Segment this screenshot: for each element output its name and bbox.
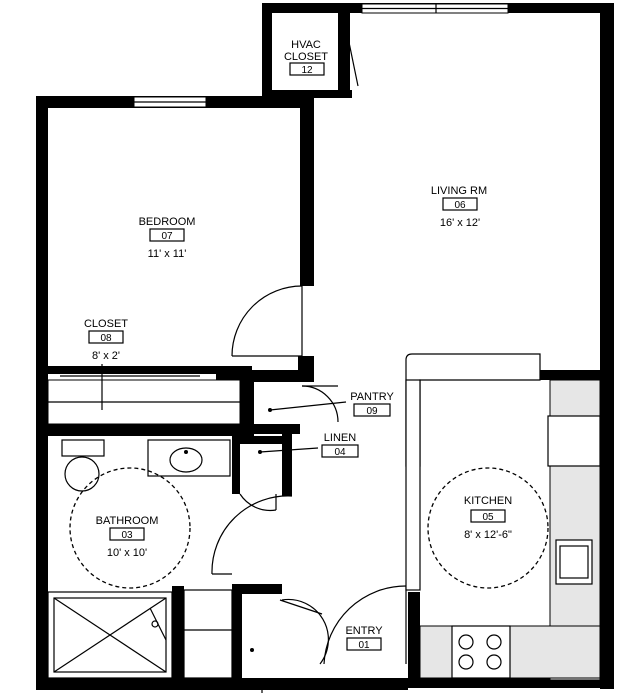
- bathroom-dims: 10' x 10': [107, 547, 147, 559]
- label-kitchen: KITCHEN 05 8' x 12'-6": [464, 495, 512, 541]
- label-entry: ENTRY 01: [345, 625, 383, 651]
- hvac-number: 12: [301, 65, 313, 76]
- hvac-name-line2: CLOSET: [284, 51, 328, 63]
- doors: [211, 17, 407, 693]
- linen-number: 04: [334, 447, 346, 458]
- label-bathroom: BATHROOM 03 10' x 10': [96, 515, 159, 559]
- bathroom-number: 03: [121, 530, 133, 541]
- kitchen-counters: [405, 353, 601, 681]
- label-hvac: HVAC CLOSET 12: [284, 39, 328, 76]
- closet-number: 08: [100, 333, 112, 344]
- entry-name: ENTRY: [345, 625, 383, 637]
- living-dims: 16' x 12': [440, 217, 480, 229]
- bedroom-number: 07: [161, 231, 173, 242]
- closet-dims: 8' x 2': [92, 350, 120, 362]
- hvac-name-line1: HVAC: [291, 39, 321, 51]
- bedroom-dims: 11' x 11': [148, 248, 187, 260]
- bathroom-turning-circle: [69, 467, 191, 589]
- living-number: 06: [454, 200, 466, 211]
- entry-number: 01: [358, 640, 370, 651]
- bathroom-fixtures: [47, 439, 233, 679]
- linen-name: LINEN: [324, 432, 356, 444]
- label-linen: LINEN 04: [321, 432, 359, 458]
- closet-name: CLOSET: [84, 318, 128, 330]
- label-living: LIVING RM 06 16' x 12': [431, 185, 487, 229]
- windows: [133, 3, 509, 108]
- kitchen-name: KITCHEN: [464, 495, 512, 507]
- interior-walls: [36, 12, 614, 690]
- label-closet: CLOSET 08 8' x 2': [84, 318, 128, 362]
- living-name: LIVING RM: [431, 185, 487, 197]
- closet-doors: [47, 364, 241, 425]
- bathroom-name: BATHROOM: [96, 515, 159, 527]
- pantry-number: 09: [366, 406, 378, 417]
- kitchen-number: 05: [482, 512, 494, 523]
- kitchen-turning-circle: [427, 467, 549, 589]
- label-bedroom: BEDROOM 07 11' x 11': [139, 216, 196, 260]
- pantry-name: PANTRY: [350, 391, 394, 403]
- label-pantry: PANTRY 09: [350, 391, 394, 417]
- bedroom-name: BEDROOM: [139, 216, 196, 228]
- leader-lines: [250, 401, 347, 652]
- kitchen-dims: 8' x 12'-6": [464, 529, 512, 541]
